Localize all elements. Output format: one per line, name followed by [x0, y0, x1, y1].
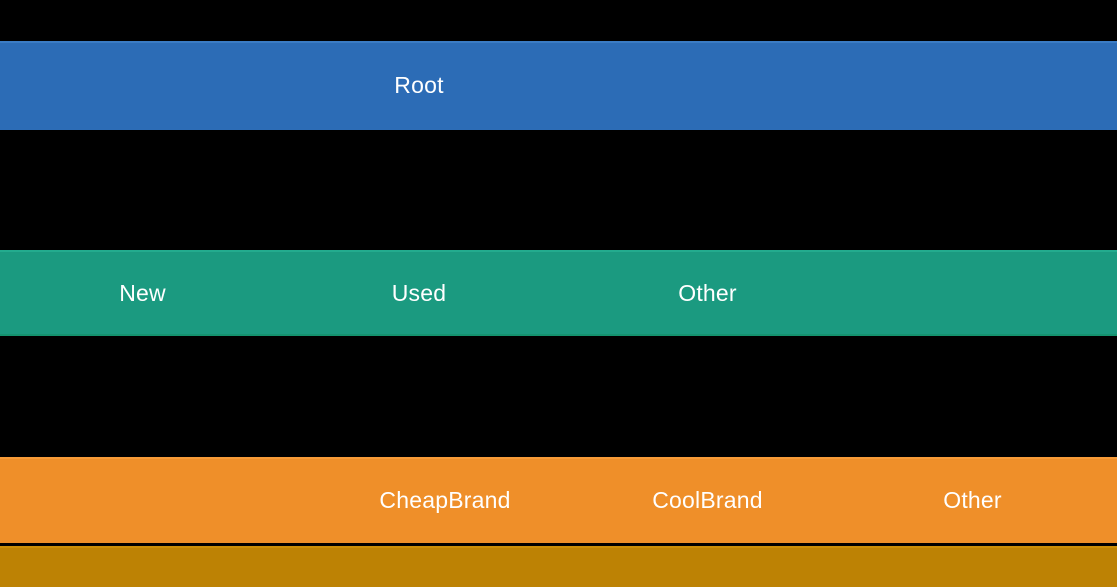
segment-new[interactable]: New	[44, 250, 241, 336]
segment-unlabeled-1-2[interactable]	[241, 250, 318, 336]
segment-label: New	[119, 279, 166, 306]
segment-unlabeled-3-0[interactable]	[0, 546, 1117, 587]
segment-root[interactable]: Root	[318, 41, 520, 130]
segment-label: CheapBrand	[379, 486, 511, 513]
segment-other[interactable]: Other	[875, 457, 1070, 543]
segment-coolbrand[interactable]: CoolBrand	[605, 457, 810, 543]
segment-unlabeled-2-0[interactable]	[0, 457, 345, 543]
segment-unlabeled-2-6[interactable]	[1070, 457, 1117, 543]
segment-label: Root	[394, 72, 444, 98]
segment-label: Used	[391, 279, 447, 306]
segment-cheapbrand[interactable]: CheapBrand	[345, 457, 545, 543]
segment-label: Other	[943, 486, 1002, 513]
segment-unlabeled-2-2[interactable]	[545, 457, 605, 543]
level-2-condition: New Used Other	[0, 250, 1117, 336]
segment-unlabeled-1-0[interactable]	[0, 250, 44, 336]
segment-used[interactable]: Used	[318, 250, 520, 336]
level-3-brand: CheapBrand CoolBrand Other	[0, 457, 1117, 543]
segment-other[interactable]: Other	[606, 250, 809, 336]
segment-unlabeled-1-4[interactable]	[520, 250, 606, 336]
level-4-leaf	[0, 546, 1117, 587]
level-1-root: Root	[0, 41, 1117, 130]
segment-unlabeled-0-0[interactable]	[0, 41, 318, 130]
segment-unlabeled-0-2[interactable]	[520, 41, 1117, 130]
segment-unlabeled-2-4[interactable]	[810, 457, 875, 543]
segment-unlabeled-1-6[interactable]	[809, 250, 1117, 336]
segment-label: CoolBrand	[652, 486, 763, 513]
segment-label: Other	[678, 279, 737, 306]
